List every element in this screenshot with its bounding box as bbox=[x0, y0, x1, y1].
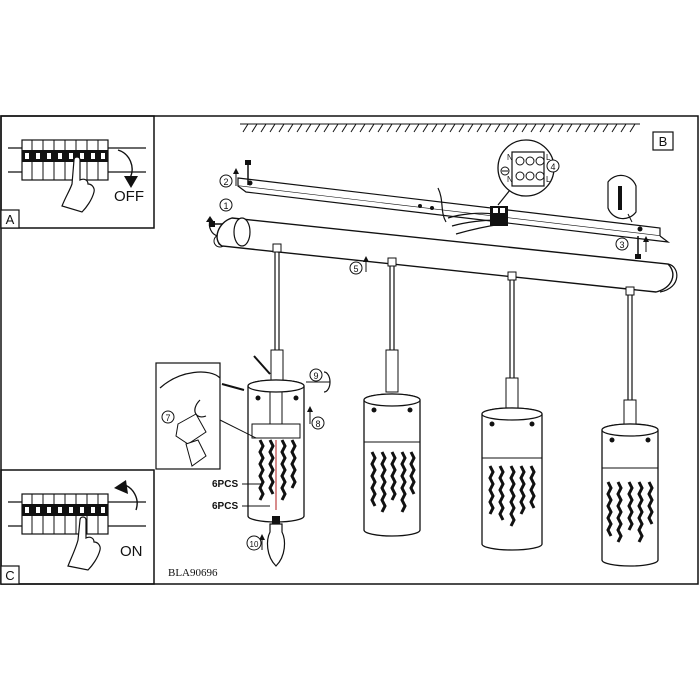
terminal-n-bottom: N bbox=[507, 175, 513, 184]
pendant-2 bbox=[363, 257, 421, 537]
mounting-bracket bbox=[237, 177, 671, 243]
crystal-strands-2 bbox=[370, 451, 416, 513]
rotate-arrow-icon bbox=[117, 149, 133, 179]
circuit-breaker-icon bbox=[8, 139, 146, 181]
ground-symbol-icon bbox=[500, 166, 510, 176]
ceiling-rail bbox=[216, 217, 678, 293]
step-9-label: 9 bbox=[313, 371, 318, 381]
hand-pointer-icon bbox=[67, 516, 101, 571]
screw-icon bbox=[635, 236, 641, 259]
step-4-label: 4 bbox=[550, 162, 555, 172]
panel-a-tag: A bbox=[6, 212, 15, 227]
model-code: BLA90696 bbox=[168, 567, 218, 579]
terminal-l-top: L bbox=[546, 153, 551, 162]
panel-a-tag-box bbox=[0, 209, 20, 229]
wall-anchor-detail bbox=[607, 174, 637, 223]
on-label: ON bbox=[120, 543, 143, 560]
wire-end bbox=[253, 355, 271, 375]
crystal-strands-3 bbox=[488, 465, 536, 527]
crystal-hook-detail: 7 bbox=[155, 362, 257, 470]
ceiling-hatch bbox=[240, 123, 640, 133]
step-1-label: 1 bbox=[223, 201, 228, 211]
crystal-count-lower: 6PCS bbox=[212, 501, 238, 512]
circuit-breaker-icon bbox=[8, 493, 146, 535]
terminal-l-bottom: L bbox=[546, 175, 551, 184]
step-7-label: 7 bbox=[165, 413, 170, 423]
screw-icon bbox=[245, 160, 251, 185]
hand-pointer-icon bbox=[61, 156, 95, 213]
step-3-label: 3 bbox=[619, 240, 624, 250]
terminal-block bbox=[490, 206, 508, 226]
step-2-label: 2 bbox=[223, 177, 228, 187]
step-8-label: 8 bbox=[315, 419, 320, 429]
crystal-strands-1 bbox=[258, 439, 297, 501]
step-5-label: 5 bbox=[353, 264, 358, 274]
off-label: OFF bbox=[114, 188, 144, 205]
panel-b: B bbox=[155, 123, 678, 579]
outer-frame bbox=[0, 115, 699, 585]
panel-c-tag: C bbox=[5, 568, 14, 583]
terminal-n-top: N bbox=[507, 153, 513, 162]
light-bulb-icon bbox=[266, 516, 286, 567]
crystal-count-upper: 6PCS bbox=[212, 479, 238, 490]
panel-c: C ON bbox=[0, 469, 155, 585]
crystal-strands-4 bbox=[606, 481, 654, 543]
step-10-label: 10 bbox=[250, 540, 259, 549]
panel-b-tag: B bbox=[659, 134, 668, 149]
wire-end bbox=[221, 383, 245, 391]
terminal-detail-magnifier: N L N L bbox=[497, 139, 555, 206]
panel-a: A OFF bbox=[0, 115, 155, 229]
